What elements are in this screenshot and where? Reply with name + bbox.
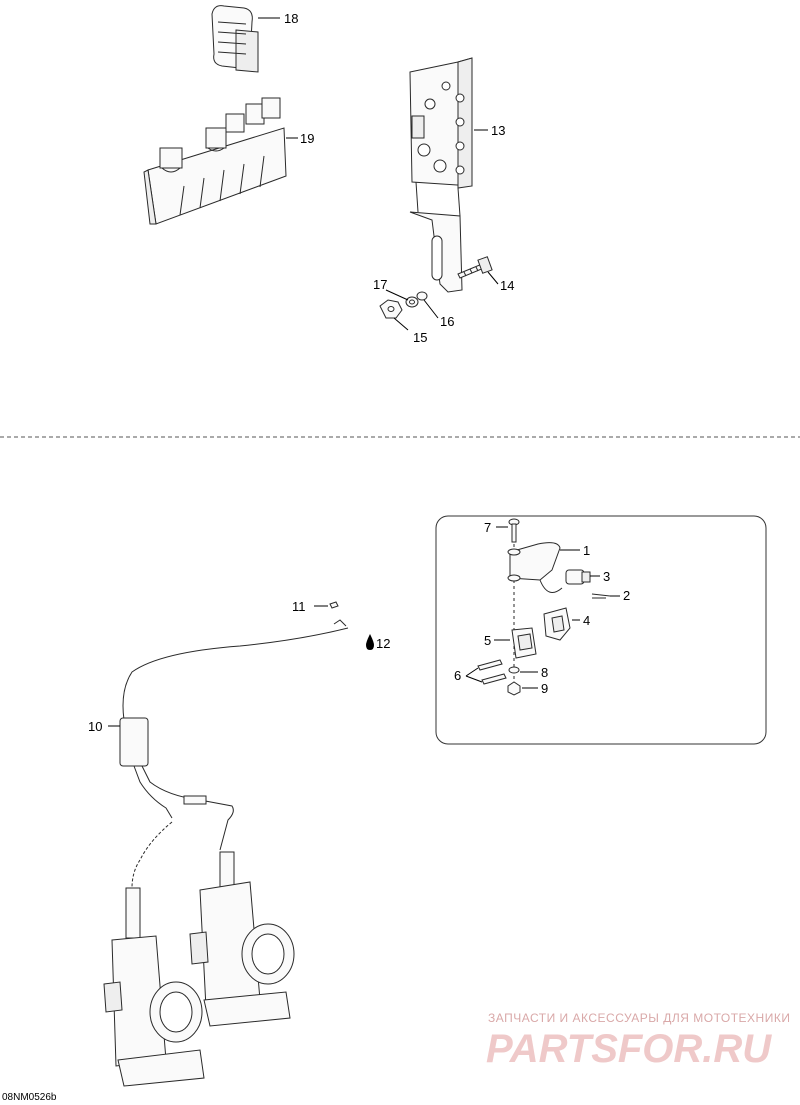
carburetor-left <box>103 887 205 1087</box>
part-3-sensor <box>539 569 591 593</box>
callout-8: 8 <box>541 665 548 680</box>
callout-14: 14 <box>500 278 514 293</box>
leader-14 <box>487 271 499 285</box>
callout-16: 16 <box>440 314 454 329</box>
part-11-clip <box>329 601 339 609</box>
part-17-washer <box>405 296 419 308</box>
part-13-bracket <box>409 57 473 293</box>
leader-16 <box>423 299 439 319</box>
callout-11: 11 <box>292 599 306 614</box>
watermark-logo: PARTSFOR.RU <box>486 1027 772 1071</box>
callout-15: 15 <box>413 330 427 345</box>
part-19-box <box>143 97 287 225</box>
callout-19: 19 <box>300 131 314 146</box>
leader-15 <box>393 317 409 331</box>
callout-13: 13 <box>491 123 505 138</box>
lubricant-drop-icon <box>366 634 374 650</box>
callout-1: 1 <box>583 543 590 558</box>
watermark-tagline: ЗАПЧАСТИ И АКСЕССУАРЫ ДЛЯ МОТОТЕХНИКИ <box>488 1011 790 1025</box>
callout-18: 18 <box>284 11 298 26</box>
part-1-lever <box>507 542 561 582</box>
part-9-nut <box>507 681 521 696</box>
callout-7: 7 <box>484 520 491 535</box>
part-14-bolt <box>457 256 493 279</box>
callout-3: 3 <box>603 569 610 584</box>
part-16-washer <box>416 291 428 301</box>
part-5-housing <box>511 627 537 659</box>
callout-9: 9 <box>541 681 548 696</box>
part-10-cable <box>119 619 349 889</box>
reference-code: 08NM0526b <box>2 1092 57 1103</box>
part-2-cotter-pin <box>591 593 611 599</box>
part-7-pin <box>508 518 520 543</box>
callout-5: 5 <box>484 633 491 648</box>
leader-6 <box>465 667 483 683</box>
callout-2: 2 <box>623 588 630 603</box>
part-15-nut <box>379 299 403 319</box>
callout-6: 6 <box>454 668 461 683</box>
carburetor-right <box>189 851 295 1027</box>
part-18-clip <box>211 5 259 73</box>
leader-17 <box>385 289 409 301</box>
part-6-screws <box>477 659 507 685</box>
callout-4: 4 <box>583 613 590 628</box>
detail-inset-frame <box>435 515 767 745</box>
part-8-washer <box>508 666 520 674</box>
callout-12: 12 <box>376 636 390 651</box>
callout-10: 10 <box>88 719 102 734</box>
part-4-bracket <box>543 607 571 641</box>
callout-17: 17 <box>373 277 387 292</box>
